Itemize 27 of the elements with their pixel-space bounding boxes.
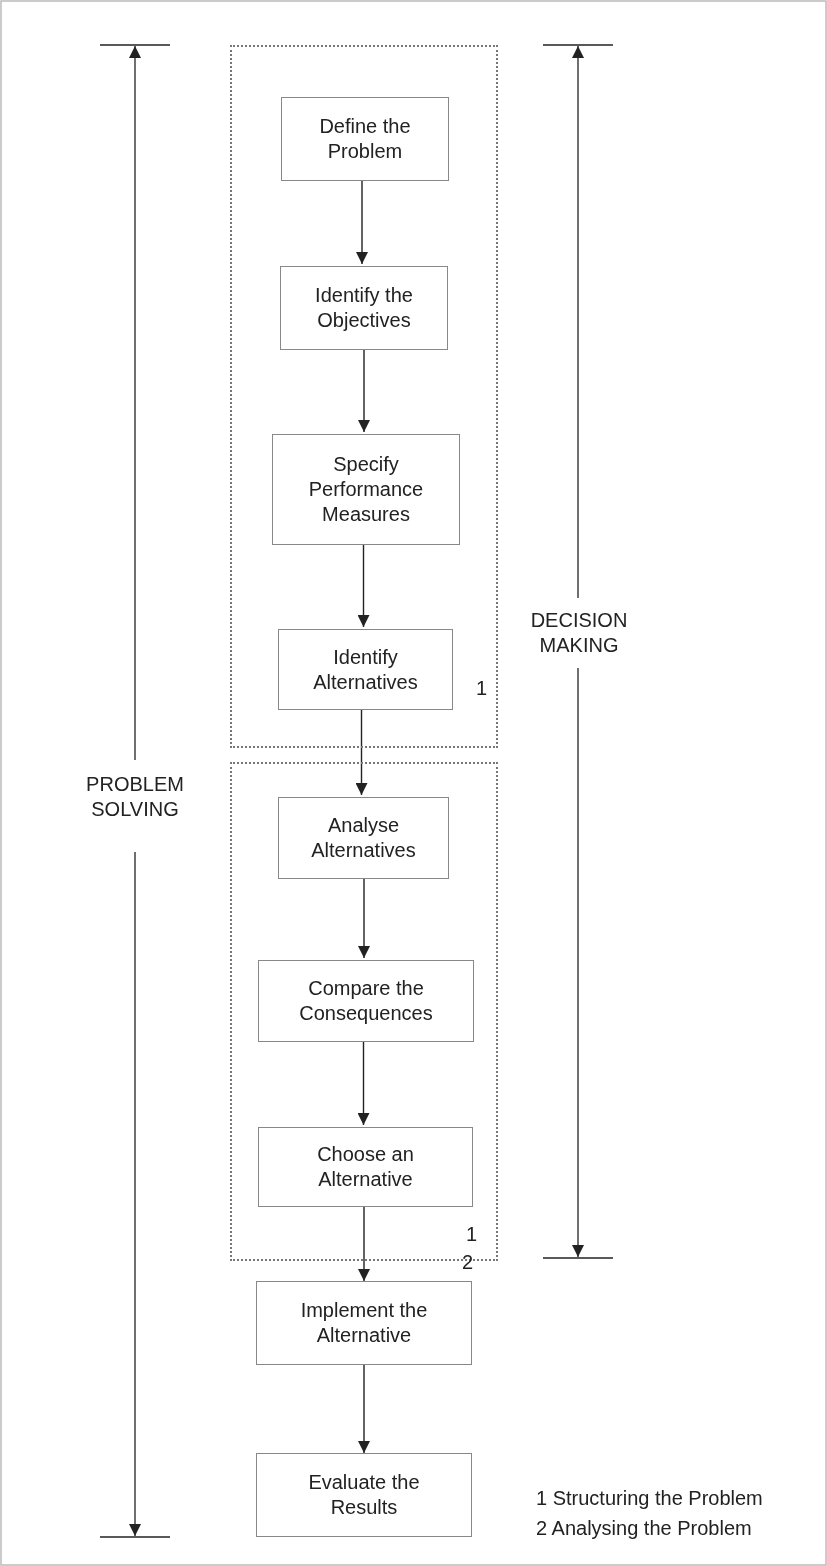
box-label: Identify the Objectives	[314, 283, 414, 333]
group-frame	[230, 45, 498, 748]
arrow	[358, 1364, 370, 1454]
box-label: Compare the Consequences	[298, 976, 434, 1026]
process-box	[256, 1453, 472, 1537]
footnote-text: 2 Analysing the Problem	[536, 1516, 752, 1541]
process-box	[258, 960, 474, 1042]
box-label: Implement the Alternative	[299, 1298, 429, 1348]
bracket-label: DECISION MAKING	[529, 608, 629, 658]
process-box	[272, 434, 460, 545]
process-box	[281, 97, 449, 181]
box-label: Evaluate the Results	[307, 1470, 421, 1520]
footnote-mark: 1	[466, 1222, 478, 1247]
footnote-text: 1 Structuring the Problem	[536, 1486, 763, 1511]
process-box	[278, 797, 449, 879]
process-box	[258, 1127, 473, 1207]
box-label: Choose an Alternative	[316, 1142, 415, 1192]
box-label: Define the Problem	[318, 114, 412, 164]
box-label: Specify Performance Measures	[307, 452, 425, 527]
footnote-mark: 1	[476, 676, 488, 701]
box-label: Identify Alternatives	[312, 644, 419, 695]
process-box	[256, 1281, 472, 1365]
bracket-label: PROBLEM SOLVING	[85, 772, 185, 822]
process-box	[278, 629, 453, 710]
box-label: Analyse Alternatives	[310, 813, 417, 863]
footnote-mark: 2	[462, 1250, 474, 1275]
process-box	[280, 266, 448, 350]
